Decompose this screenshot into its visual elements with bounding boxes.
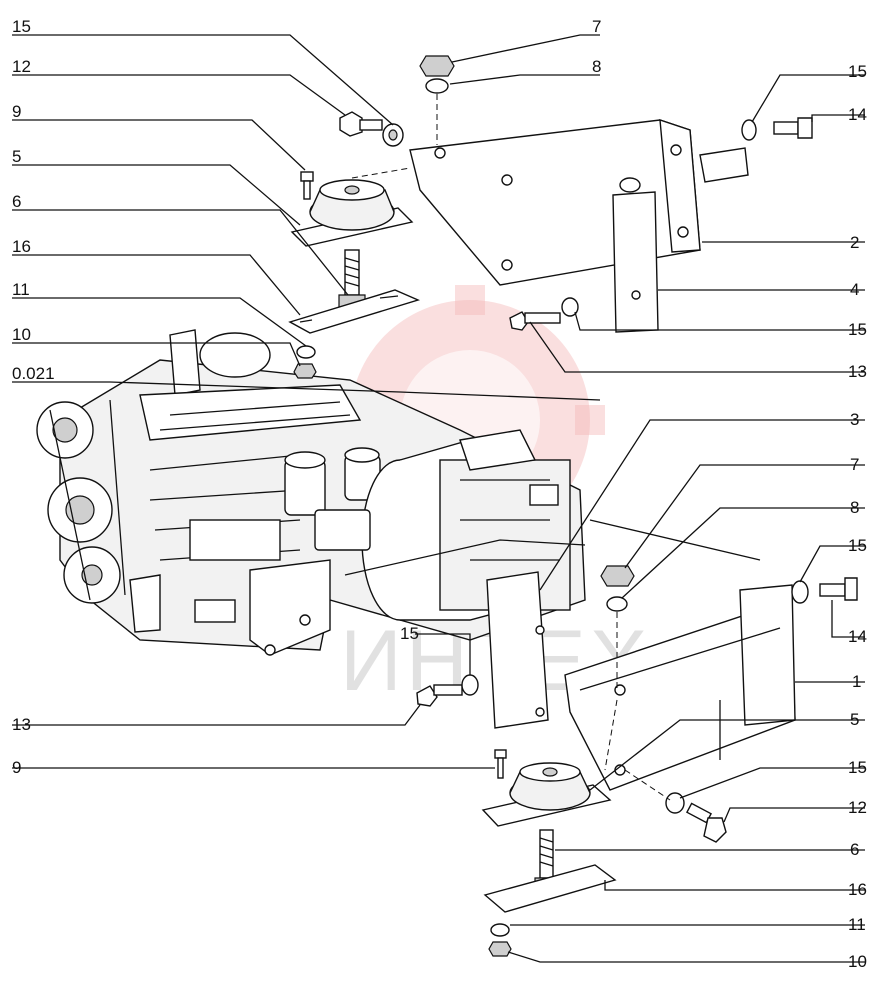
- bolt-9-top: [300, 171, 314, 200]
- label-3: 3: [850, 410, 859, 429]
- nut-10-lower: [488, 941, 512, 957]
- label-1: 1: [852, 672, 861, 691]
- label-14-top: 14: [848, 105, 867, 124]
- nut-7-lower: [600, 565, 635, 587]
- label-4: 4: [850, 280, 859, 299]
- bolt-12-lower: [685, 802, 727, 843]
- bolt-9-lower: [494, 749, 507, 779]
- front-mount-upper-assembly: [288, 111, 421, 379]
- label-7-top: 7: [592, 17, 601, 36]
- rubber-mount-5-top: [290, 179, 414, 247]
- label-15-top-left: 15: [12, 17, 31, 36]
- engine-assembly: [36, 329, 586, 656]
- washer-15-mid: [561, 297, 579, 317]
- label-0021: 0.021: [12, 364, 55, 383]
- label-16-top: 16: [12, 237, 31, 256]
- nut-7-top: [419, 55, 455, 77]
- bolt-14-lower: [819, 577, 858, 601]
- nut-10-top: [293, 363, 317, 379]
- bolt-14-top: [773, 117, 813, 139]
- bracket-1-lower: [564, 584, 796, 791]
- label-15-lower-bolt: 15: [848, 758, 867, 777]
- washer-11-lower: [490, 923, 510, 937]
- label-7-lower: 7: [850, 455, 859, 474]
- label-13-upper: 13: [848, 362, 867, 381]
- label-15-lower-right: 15: [848, 536, 867, 555]
- plate-16-top: [288, 289, 421, 334]
- label-9-top: 9: [12, 102, 21, 121]
- label-8-lower: 8: [850, 498, 859, 517]
- label-14-lower: 14: [848, 627, 867, 646]
- washer-15-top-right: [741, 119, 757, 141]
- washer-15-lower-left: [461, 674, 479, 696]
- label-11-lower: 11: [848, 915, 866, 934]
- label-11-top: 11: [12, 280, 30, 299]
- label-8-top: 8: [592, 57, 601, 76]
- label-9-lower: 9: [12, 758, 21, 777]
- spacer-block-4-upper: [612, 191, 659, 333]
- washer-15-lower-right: [791, 580, 809, 604]
- bracket-2-upper: [409, 118, 749, 286]
- label-6-top: 6: [12, 192, 21, 211]
- washer-8-top: [425, 78, 449, 94]
- label-2: 2: [850, 233, 859, 252]
- washer-15-lower-bolt: [665, 792, 685, 814]
- label-15-top-right: 15: [848, 62, 867, 81]
- label-5-top: 5: [12, 147, 21, 166]
- label-15-lower-left: 15: [400, 624, 419, 643]
- label-5-lower: 5: [850, 710, 859, 729]
- part-number-labels: 15 12 9 5 6 16 11 10 0.021 7 8 15 14 2 4…: [12, 17, 867, 971]
- label-15-mid: 15: [848, 320, 867, 339]
- label-12-lower: 12: [848, 798, 867, 817]
- washer-11-top: [296, 345, 316, 359]
- plate-16-lower: [483, 864, 617, 913]
- spacer-block-3-lower: [486, 571, 549, 729]
- bolt-13-upper: [509, 311, 561, 331]
- label-12-top: 12: [12, 57, 31, 76]
- label-6-lower: 6: [850, 840, 859, 859]
- washer-8-lower: [606, 596, 628, 612]
- label-13-lower: 13: [12, 715, 31, 734]
- label-16-lower: 16: [848, 880, 867, 899]
- bolt-12-top: [339, 111, 383, 137]
- rubber-mount-5-lower: [481, 762, 612, 827]
- label-10-top: 10: [12, 325, 31, 344]
- leader-lines: [12, 34, 865, 963]
- bolt-13-lower: [416, 684, 463, 707]
- label-10-lower: 10: [848, 952, 867, 971]
